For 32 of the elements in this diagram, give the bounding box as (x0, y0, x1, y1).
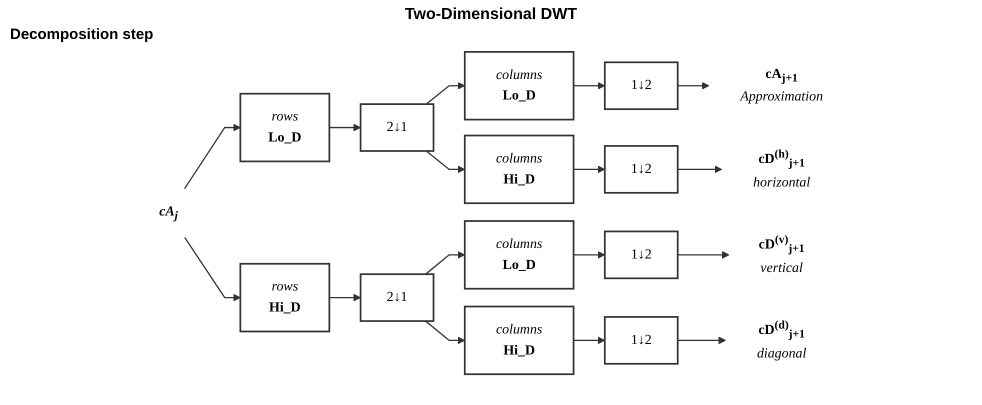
arrow (425, 251, 465, 275)
arrow (426, 150, 465, 174)
node-box: 2↓1 (360, 103, 434, 152)
node-text: cA$_{j}$ (159, 204, 178, 222)
arrow (329, 294, 361, 302)
arrow (678, 251, 730, 259)
section-label: Decomposition step (10, 26, 154, 43)
arrow (184, 124, 241, 190)
arrow (329, 124, 361, 132)
node-box: 2↓1 (360, 273, 434, 322)
arrow (573, 336, 606, 344)
arrow (573, 82, 606, 90)
node-box: columns Lo_D (464, 220, 574, 290)
arrow (184, 237, 241, 302)
node-text: cA$_{j+1}$ Approximation (740, 66, 823, 104)
diagram-title: Two-Dimensional DWT (404, 6, 578, 24)
arrow (573, 251, 606, 259)
node-box: rows Lo_D (239, 92, 330, 162)
node-box: columns Hi_D (464, 306, 574, 376)
arrow (678, 166, 722, 174)
node-box: 1↓2 (604, 61, 678, 110)
arrow (678, 336, 726, 344)
node-box: columns Hi_D (464, 134, 574, 204)
node-box: 1↓2 (604, 230, 678, 280)
arrow (425, 320, 465, 344)
arrow (678, 82, 710, 90)
node-box: columns Lo_D (464, 51, 574, 120)
node-box: rows Hi_D (239, 262, 330, 332)
arrow (573, 166, 606, 174)
node-box: 1↓2 (604, 145, 678, 194)
node-box: 1↓2 (604, 316, 678, 365)
arrow (426, 82, 465, 105)
